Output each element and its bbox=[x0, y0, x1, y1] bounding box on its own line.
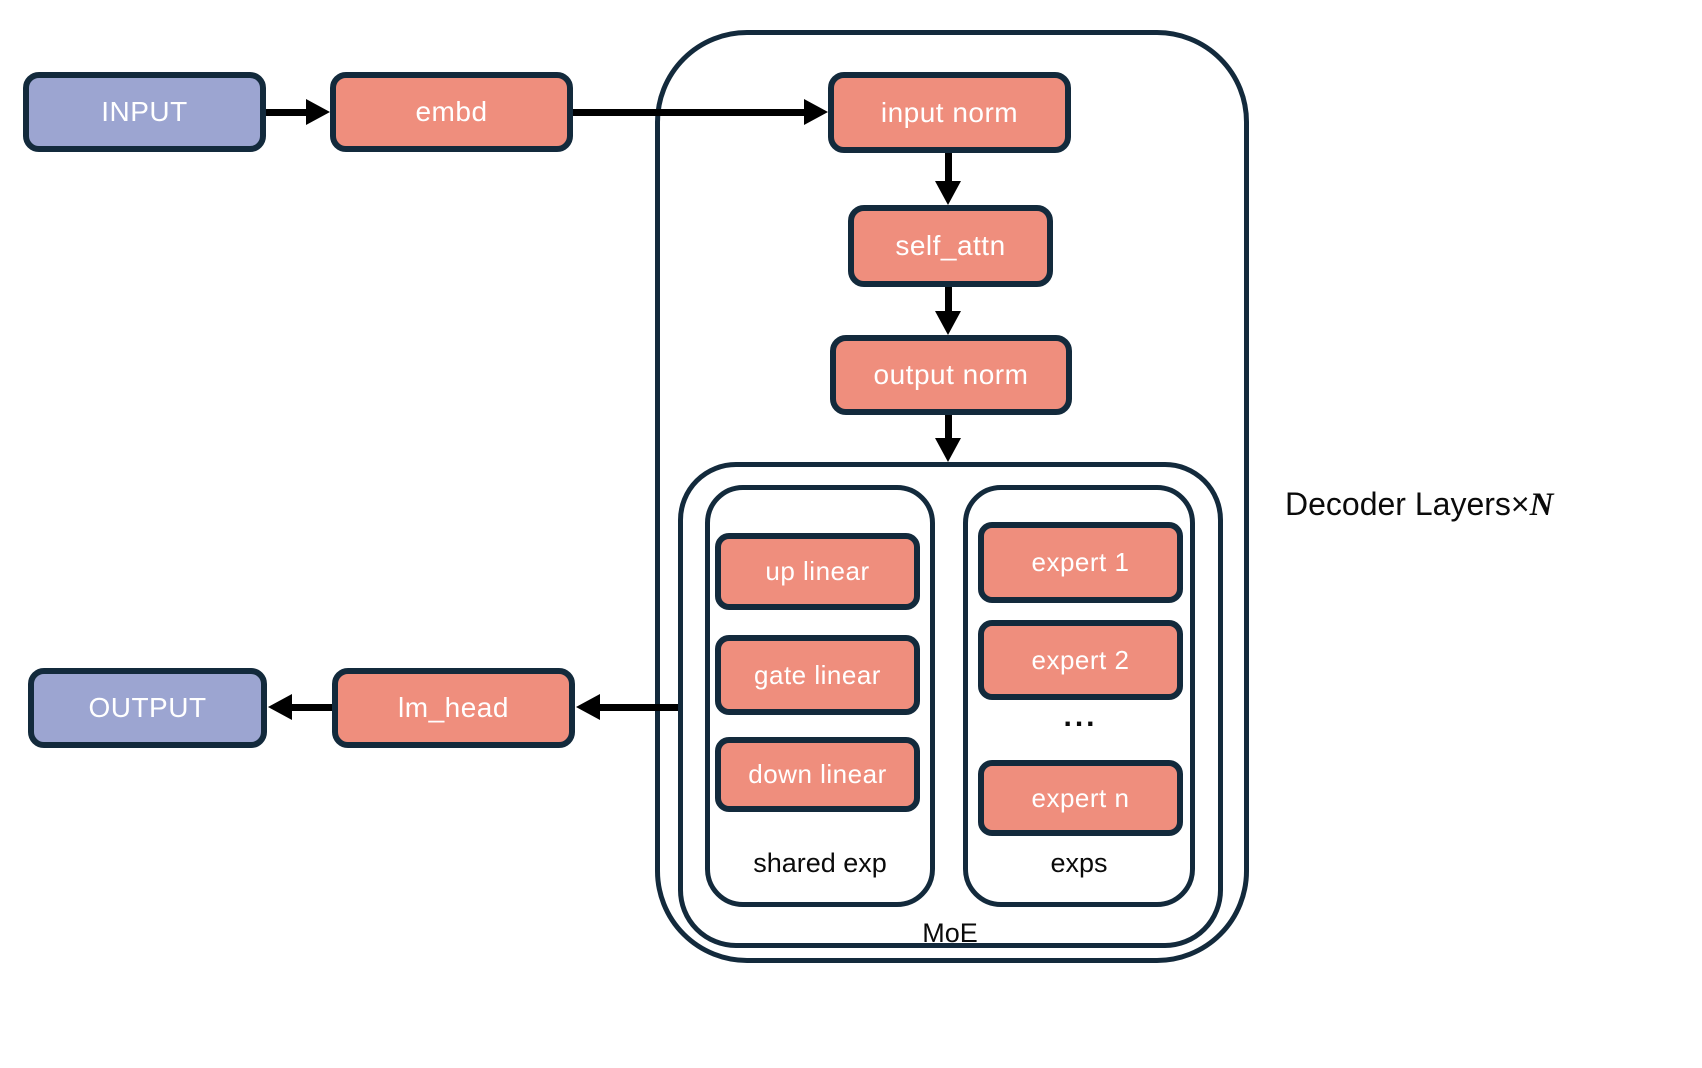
arrow-line bbox=[600, 704, 678, 711]
embd-node: embd bbox=[330, 72, 573, 152]
arrow-line bbox=[945, 153, 952, 183]
gate-linear-node: gate linear bbox=[715, 635, 920, 715]
input-node: INPUT bbox=[23, 72, 266, 152]
arrow-head-left-icon bbox=[268, 694, 292, 720]
expert-2-node: expert 2 bbox=[978, 620, 1183, 700]
self-attn-node: self_attn bbox=[848, 205, 1053, 287]
decoder-layers-n-variable: N bbox=[1529, 487, 1554, 523]
moe-container bbox=[678, 462, 1223, 948]
output-norm-node: output norm bbox=[830, 335, 1072, 415]
arrow-line bbox=[573, 109, 805, 116]
down-linear-node: down linear bbox=[715, 737, 920, 812]
exps-label: exps bbox=[1050, 848, 1108, 878]
decoder-layers-label: Decoder Layers×N bbox=[1285, 486, 1553, 524]
output-node: OUTPUT bbox=[28, 668, 267, 748]
arrow-head-down-icon bbox=[935, 311, 961, 335]
up-linear-node: up linear bbox=[715, 533, 920, 610]
input-norm-node: input norm bbox=[828, 72, 1071, 153]
expert-1-node: expert 1 bbox=[978, 522, 1183, 603]
arrow-line bbox=[945, 287, 952, 313]
arrow-line bbox=[266, 109, 307, 116]
arrow-head-down-icon bbox=[935, 181, 961, 205]
arrow-head-right-icon bbox=[804, 99, 828, 125]
arrow-line bbox=[292, 704, 332, 711]
arrow-line bbox=[945, 415, 952, 440]
moe-label: MoE bbox=[922, 918, 978, 948]
shared-exp-label: shared exp bbox=[753, 848, 887, 878]
experts-ellipsis: ... bbox=[1063, 700, 1098, 733]
arrow-head-right-icon bbox=[306, 99, 330, 125]
arrow-head-down-icon bbox=[935, 438, 961, 462]
decoder-layers-label-text: Decoder Layers× bbox=[1285, 486, 1530, 522]
exps-panel bbox=[963, 485, 1195, 907]
lm-head-node: lm_head bbox=[332, 668, 575, 748]
arrow-head-left-icon bbox=[576, 694, 600, 720]
shared-exp-panel bbox=[705, 485, 935, 907]
expert-n-node: expert n bbox=[978, 760, 1183, 836]
decoder-layers-container bbox=[655, 30, 1249, 963]
